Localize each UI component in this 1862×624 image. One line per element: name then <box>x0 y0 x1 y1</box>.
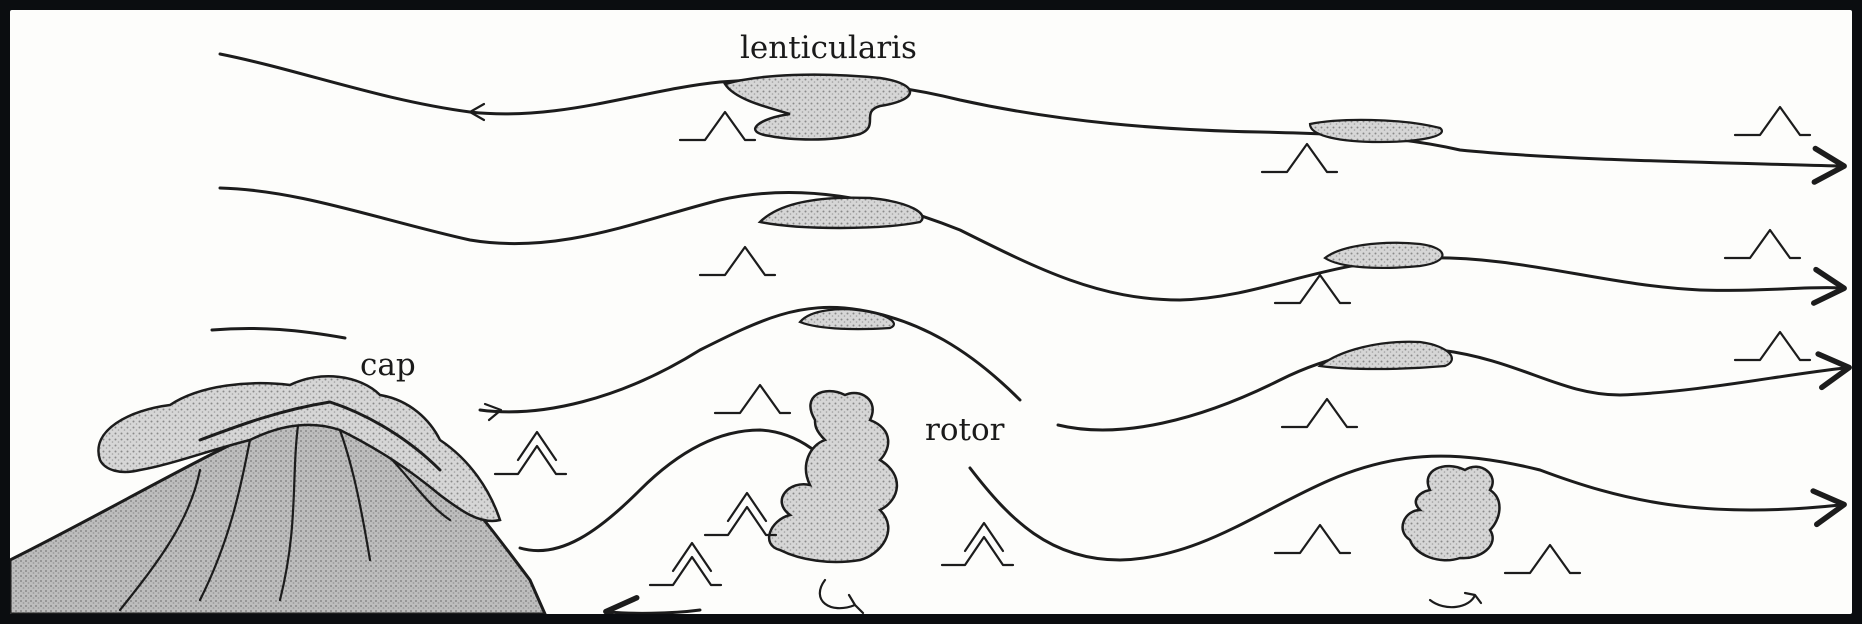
severe-turbulence-symbols <box>495 432 1013 585</box>
streamline-3 <box>212 307 1845 430</box>
rotor-label: rotor <box>925 412 1005 448</box>
rotor-cloud-2 <box>1403 466 1500 607</box>
streamline-1 <box>220 54 1840 166</box>
lenticularis-label: lenticularis <box>740 30 917 66</box>
lenticular-cloud-2 <box>1310 120 1442 142</box>
mountain-wave-diagram: lenticularis cap rotor <box>10 10 1852 614</box>
lenticular-cloud-4 <box>1325 243 1443 268</box>
lenticular-cloud-3 <box>760 198 923 228</box>
diagram-panel: lenticularis cap rotor <box>10 10 1852 614</box>
lenticular-cloud-5 <box>800 309 894 329</box>
rotor-cloud-1 <box>769 391 897 613</box>
streamline-2 <box>220 188 1840 300</box>
cap-label: cap <box>360 347 416 383</box>
lenticular-cloud-1 <box>725 75 910 140</box>
lenticular-cloud-6 <box>1320 342 1452 369</box>
